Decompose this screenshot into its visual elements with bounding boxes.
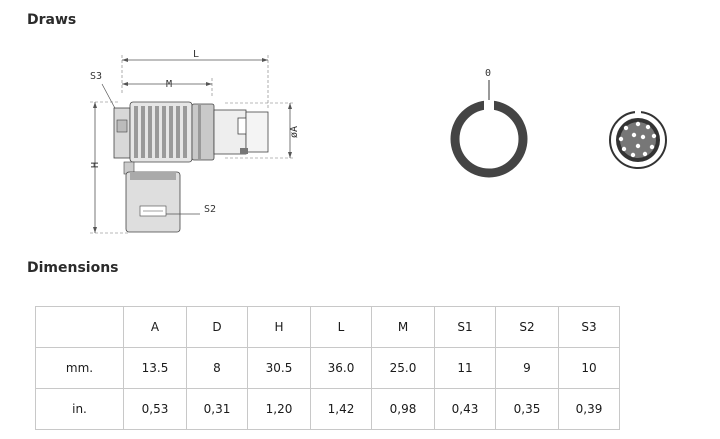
dimensions-heading: Dimensions: [27, 260, 119, 276]
draws-heading: Draws: [27, 12, 77, 28]
column-header: S2: [495, 306, 559, 348]
column-header: L: [310, 306, 372, 348]
table-cell: 0,43: [434, 388, 496, 430]
table-cell: 1,20: [247, 388, 311, 430]
table-cell: 0,35: [495, 388, 559, 430]
label-s2: S2: [204, 204, 216, 215]
table-cell: 30.5: [247, 347, 311, 389]
table-corner-cell: [35, 306, 124, 348]
dimensions-table: A D H L M S1 S2 S3 mm. 13.5 8 30.5 36.0 …: [35, 306, 620, 430]
table-cell: 1,42: [310, 388, 372, 430]
dimension-h: H: [90, 101, 130, 234]
column-header: M: [371, 306, 435, 348]
table-cell: 9: [495, 347, 559, 389]
connector-face-icon: [609, 110, 667, 169]
dimension-l: L: [121, 49, 269, 110]
column-header: D: [186, 306, 248, 348]
column-header: S3: [558, 306, 620, 348]
table-row: in. 0,53 0,31 1,20 1,42 0,98 0,43 0,35 0…: [35, 388, 620, 430]
label-h: H: [90, 162, 101, 168]
table-cell: 36.0: [310, 347, 372, 389]
key-zero-label: 0: [485, 68, 491, 79]
dimension-a: øA: [225, 102, 300, 159]
label-a: øA: [289, 126, 300, 138]
column-header: S1: [434, 306, 496, 348]
keying-ring: 0: [450, 68, 528, 178]
table-row: mm. 13.5 8 30.5 36.0 25.0 11 9 10: [35, 347, 620, 389]
table-cell: 0,98: [371, 388, 435, 430]
table-cell: 0,53: [123, 388, 187, 430]
row-label: mm.: [35, 347, 124, 389]
connector-drawing: L M S3 H øA: [90, 49, 667, 234]
column-header: A: [123, 306, 187, 348]
connector-body: [113, 101, 269, 233]
table-cell: 8: [186, 347, 248, 389]
table-cell: 25.0: [371, 347, 435, 389]
s3-leader: [101, 83, 118, 113]
table-header-row: A D H L M S1 S2 S3: [35, 306, 620, 348]
table-cell: 13.5: [123, 347, 187, 389]
row-label: in.: [35, 388, 124, 430]
label-s3: S3: [90, 71, 102, 82]
label-m: M: [166, 79, 172, 90]
table-cell: 0,39: [558, 388, 620, 430]
dimension-m: M: [122, 78, 213, 98]
table-cell: 0,31: [186, 388, 248, 430]
column-header: H: [247, 306, 311, 348]
label-l: L: [193, 49, 199, 60]
table-cell: 10: [558, 347, 620, 389]
table-cell: 11: [434, 347, 496, 389]
